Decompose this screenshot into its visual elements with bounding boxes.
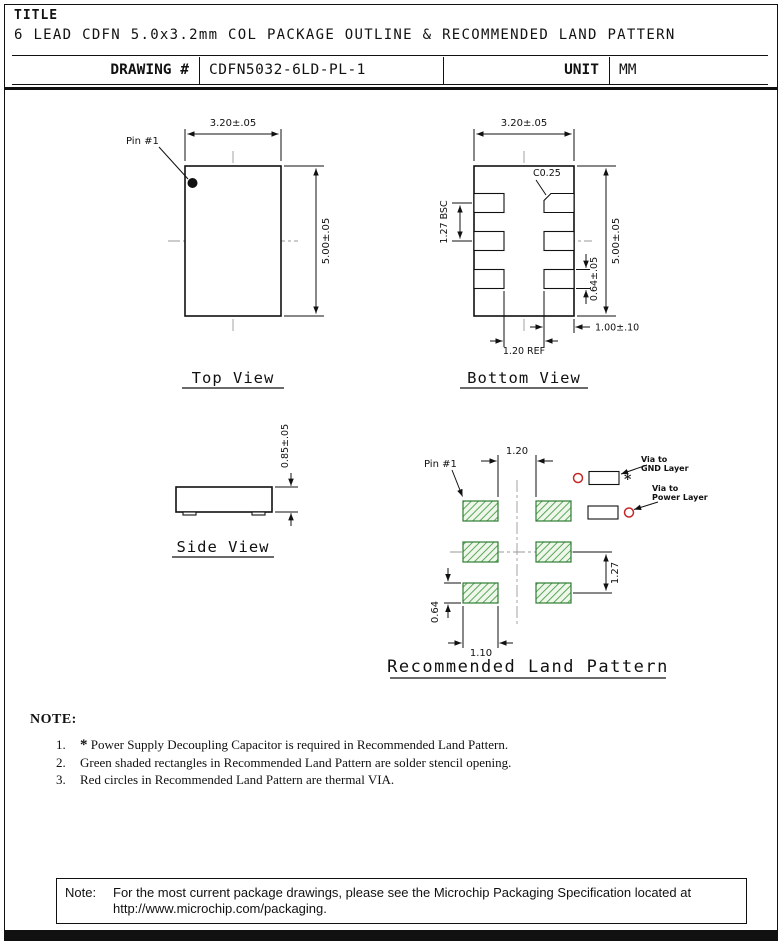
top-view: Pin #1 3.20±.05 5.00±.05 Top View	[126, 118, 332, 389]
pin1-callout: Pin #1	[424, 459, 463, 497]
note-item-3: 3. Red circles in Recommended Land Patter…	[56, 773, 511, 787]
via-gnd-label: Via to	[641, 455, 668, 464]
dim-pad-height: 0.64±.05	[576, 254, 600, 304]
via-power-callout: Via to Power Layer	[587, 484, 708, 520]
unit-value: MM	[619, 62, 637, 78]
note-text: Power Supply Decoupling Capacitor is req…	[87, 737, 509, 752]
dim-label: 3.20±.05	[501, 118, 548, 129]
via-power-label: Via to	[652, 484, 679, 493]
note-item-2: 2. Green shaded rectangles in Recommended…	[56, 754, 512, 770]
footer-note-label: Note:	[65, 885, 97, 900]
lead-foot	[182, 511, 197, 516]
header-rule	[12, 55, 768, 56]
lead-pad	[543, 230, 575, 252]
technical-drawing: Pin #1 3.20±.05 5.00±.05 Top View	[126, 118, 708, 679]
lead-pad	[473, 230, 505, 252]
land-pattern-view: Pin #1 1.20 0.64 1.10	[387, 446, 708, 679]
pin1-label: Pin #1	[424, 459, 457, 470]
title-label: TITLE	[14, 8, 59, 23]
package-side-outline	[175, 486, 273, 513]
dim-label: 1.20	[506, 446, 528, 457]
dim-label: 5.00±.05	[611, 218, 622, 265]
dim-label: 3.20±.05	[210, 118, 257, 129]
drawing-info-row: DRAWING # CDFN5032-6LD-PL-1 UNIT MM	[12, 56, 768, 85]
page-title: 6 LEAD CDFN 5.0x3.2mm COL PACKAGE OUTLIN…	[14, 27, 676, 43]
land-pattern-label: Recommended Land Pattern	[387, 657, 669, 677]
stencil-pad	[535, 541, 572, 563]
via-gnd-callout: * Via to GND Layer	[572, 455, 689, 488]
dim-bottom-height: 5.00±.05	[577, 165, 622, 317]
note-item-1: 1. * Power Supply Decoupling Capacitor is…	[56, 737, 511, 753]
stencil-pad	[535, 582, 572, 604]
dim-label: 5.00±.05	[321, 218, 332, 265]
dim-label: 1.10	[470, 648, 492, 659]
footer-black-bar	[4, 930, 778, 941]
dim-land-pad-height: 0.64	[430, 568, 461, 623]
unit-label: UNIT	[444, 56, 610, 84]
header-thick-rule	[4, 87, 778, 90]
dim-top-width: 3.20±.05	[184, 118, 282, 161]
via-pad	[587, 505, 619, 520]
footer-note-body: For the most current package drawings, p…	[113, 885, 738, 917]
top-view-label: Top View	[192, 369, 275, 387]
bottom-view: C0.25 3.20±.05 5.00±.05 1.	[439, 118, 639, 389]
via-gnd-label: GND Layer	[641, 464, 689, 473]
note-number: 3.	[56, 772, 66, 787]
bottom-view-label: Bottom View	[467, 369, 581, 387]
dim-label: 1.20 REF	[503, 346, 545, 357]
dim-label: 1.27 BSC	[439, 200, 450, 244]
thermal-via	[572, 472, 584, 484]
note-number: 2.	[56, 754, 66, 770]
notes-heading: NOTE:	[30, 712, 77, 727]
dim-label: 1.27	[610, 562, 621, 584]
stencil-pad	[462, 541, 499, 563]
footer-note-text: For the most current package drawings, p…	[113, 885, 692, 900]
note-text: Green shaded rectangles in Recommended L…	[80, 754, 512, 770]
dim-ref: 1.20 REF	[490, 291, 558, 357]
drawing-number-value: CDFN5032-6LD-PL-1	[200, 56, 444, 84]
dim-lead-pitch: 1.27 BSC	[439, 200, 472, 244]
footer-note-url: http://www.microchip.com/packaging.	[113, 901, 327, 916]
dim-side-height: 0.85±.05	[275, 424, 298, 526]
dim-land-gap: 1.20	[481, 446, 553, 497]
lead-pad-chamfered	[543, 192, 575, 214]
dim-label: 1.00±.10	[595, 323, 639, 334]
dim-label: 0.64±.05	[589, 257, 600, 301]
decoupling-cap-star: *	[624, 472, 632, 488]
dim-label: C0.25	[533, 168, 561, 179]
dim-label: 0.85±.05	[280, 424, 291, 468]
dim-bottom-width: 3.20±.05	[473, 118, 575, 161]
side-view: 0.85±.05 Side View	[172, 424, 298, 558]
stencil-pad	[462, 582, 499, 604]
dim-label: 0.64	[430, 601, 441, 623]
thermal-via	[623, 507, 635, 518]
stencil-pad	[462, 500, 499, 522]
lead-pad	[473, 192, 505, 214]
drawing-number-label: DRAWING #	[12, 56, 200, 84]
dim-land-pitch: 1.27	[573, 551, 621, 594]
dim-chamfer: C0.25	[533, 168, 561, 196]
lead-foot	[251, 511, 266, 516]
stencil-pad	[535, 500, 572, 522]
lead-pad	[543, 268, 575, 290]
notes-section: NOTE: 1. * Power Supply Decoupling Capaci…	[30, 712, 511, 791]
via-power-label: Power Layer	[652, 493, 708, 502]
pin1-dot	[187, 178, 198, 188]
dim-top-height: 5.00±.05	[284, 165, 332, 317]
package-body-outline	[184, 165, 282, 317]
note-star: *	[80, 737, 88, 753]
dim-land-pad-width: 1.10	[448, 606, 513, 659]
lead-pad	[473, 268, 505, 290]
via-pad	[588, 470, 620, 486]
note-text: Red circles in Recommended Land Pattern …	[80, 772, 395, 787]
pin1-callout: Pin #1	[126, 136, 189, 180]
note-number: 1.	[56, 737, 66, 752]
dim-pad-width: 1.00±.10	[530, 291, 639, 347]
side-view-label: Side View	[177, 538, 270, 556]
pin1-label: Pin #1	[126, 136, 159, 147]
footer-note-box: Note: For the most current package drawi…	[56, 878, 747, 924]
